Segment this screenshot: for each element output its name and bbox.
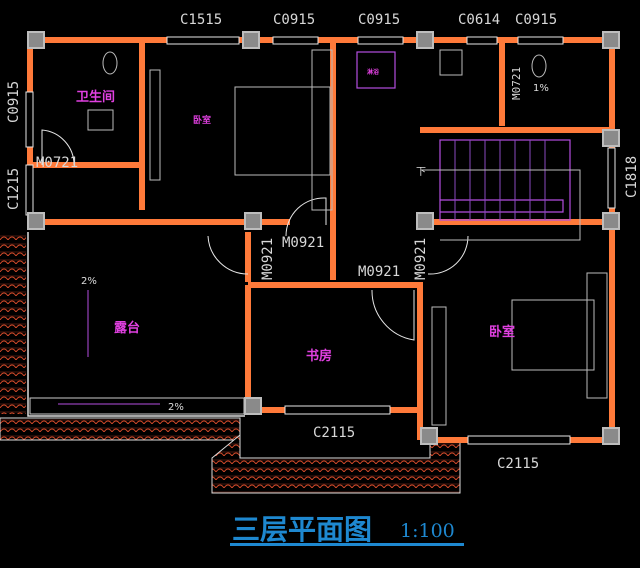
door-label: M0921 bbox=[413, 238, 429, 280]
drawing-title: 三层平面图 bbox=[232, 513, 372, 546]
window-label: C0915 bbox=[515, 12, 557, 28]
columns bbox=[27, 31, 620, 445]
door-label: M0921 bbox=[282, 235, 324, 251]
room-label-bedroom: 卧室 bbox=[193, 114, 211, 126]
room-label-bedroom: 卧室 bbox=[489, 324, 515, 340]
furniture bbox=[87, 49, 608, 426]
title-underline bbox=[230, 543, 464, 546]
door-label: M0921 bbox=[260, 238, 276, 280]
staircase bbox=[356, 51, 581, 241]
door-label: M0721 bbox=[510, 67, 523, 100]
room-label-study: 书房 bbox=[306, 348, 332, 364]
slope-label: 2% bbox=[81, 276, 97, 287]
window-label: C1818 bbox=[624, 156, 640, 198]
room-label-bathroom: 卫生间 bbox=[76, 89, 115, 105]
window-label: C0915 bbox=[273, 12, 315, 28]
doors bbox=[41, 129, 469, 341]
drawing-scale: 1:100 bbox=[400, 520, 455, 542]
window-label: C2115 bbox=[497, 456, 539, 472]
room-label-terrace: 露台 bbox=[114, 320, 140, 336]
door-label: M0721 bbox=[36, 155, 78, 171]
shower-label: 淋浴 bbox=[367, 68, 380, 76]
window-label: C0915 bbox=[358, 12, 400, 28]
window-label: C0915 bbox=[6, 81, 22, 123]
slope-label: 1% bbox=[533, 83, 549, 94]
window-label: C1215 bbox=[6, 168, 22, 210]
window-label: C1515 bbox=[180, 12, 222, 28]
slope-label: 2% bbox=[168, 402, 184, 413]
windows bbox=[25, 36, 616, 445]
stair-direction-label: 下 bbox=[416, 167, 426, 178]
door-label: M0921 bbox=[358, 264, 400, 280]
window-label: C0614 bbox=[458, 12, 500, 28]
window-label: C2115 bbox=[313, 425, 355, 441]
roof-tiles bbox=[0, 232, 461, 494]
